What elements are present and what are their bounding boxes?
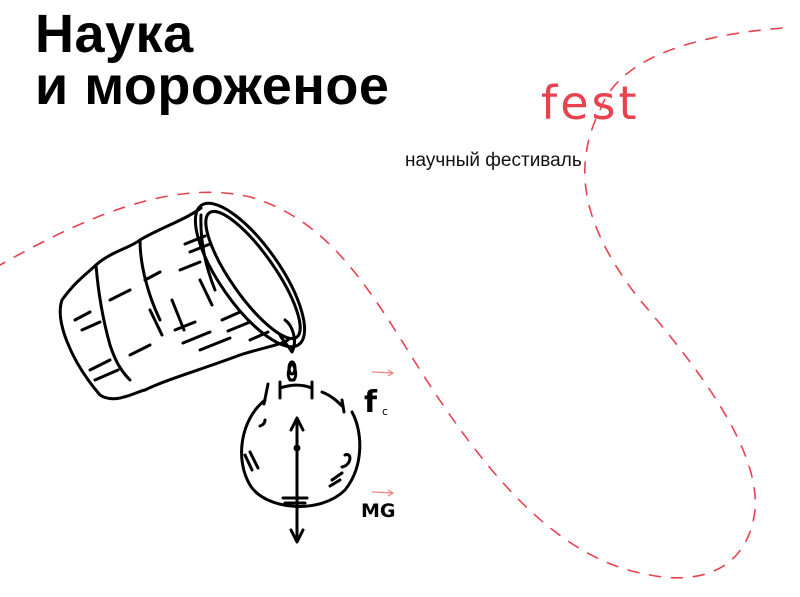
dashed-trajectory-line xyxy=(0,27,783,579)
arrow-fc-icon xyxy=(371,369,395,377)
force-label-mg: MG xyxy=(361,500,396,522)
page-title: Наука и мороженое xyxy=(35,7,389,113)
subtitle: научный фестиваль xyxy=(405,150,582,171)
ice-cream-cup-icon xyxy=(58,201,307,401)
title-line-1: Наука xyxy=(35,4,194,64)
title-line-2: и мороженое xyxy=(35,56,390,116)
force-label-fc: f xyxy=(364,385,378,420)
ice-cream-ball-icon xyxy=(240,360,362,544)
fest-logo: fest xyxy=(541,76,640,130)
force-label-fc-subscript: c xyxy=(382,405,389,418)
arrow-mg-icon xyxy=(371,489,395,497)
